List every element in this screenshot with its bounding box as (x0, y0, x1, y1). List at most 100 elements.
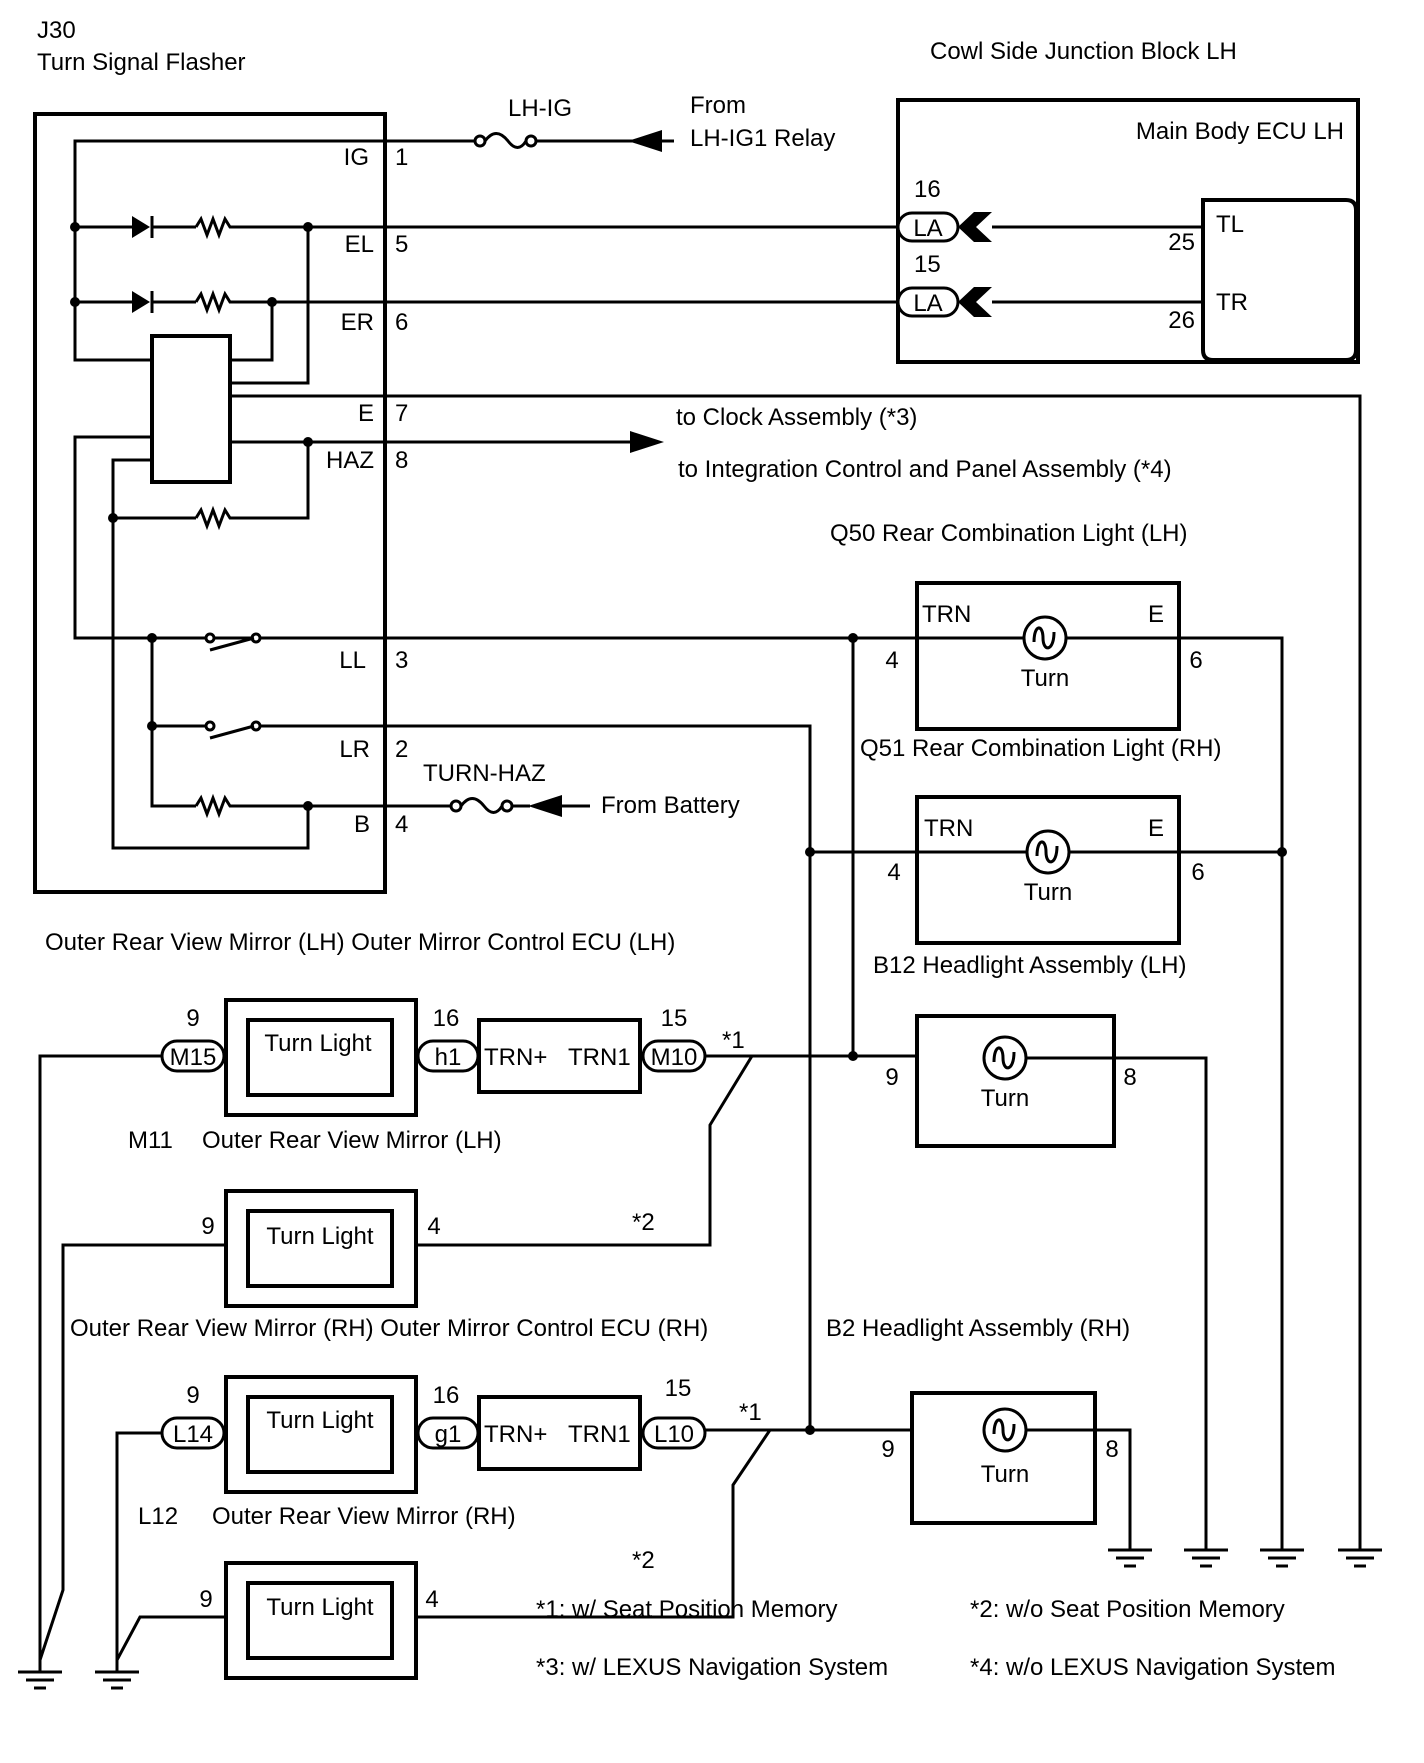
pin-label-ig: IG (344, 144, 369, 171)
ground-icon (16, 1658, 64, 1690)
mirror-rh-pin-out: 15 (665, 1375, 692, 1402)
pin-label-ll: LL (339, 647, 366, 674)
ground-icon (93, 1658, 141, 1690)
pin-num-tr: 26 (1168, 307, 1195, 334)
mirror-rh-inner-box (246, 1395, 394, 1474)
output-clock-label: to Clock Assembly (*3) (676, 404, 917, 431)
mirror-rh-conn-out: L10 (654, 1421, 694, 1448)
mirror-rh-conn-mid: g1 (435, 1421, 462, 1448)
mirror-rh-alt-pin-out: 4 (425, 1586, 438, 1613)
b12-box (915, 1014, 1116, 1148)
mirror-lh-trn-plus: TRN+ (484, 1044, 547, 1071)
arrow-to-clock (630, 431, 664, 453)
arrow-la-15 (958, 287, 992, 317)
conn-tr-num: 15 (914, 251, 941, 278)
b2-lamp-icon (982, 1407, 1028, 1453)
pin-num-lr: 2 (395, 736, 408, 763)
pin-num-e: 7 (395, 400, 408, 427)
flasher-name: Turn Signal Flasher (37, 49, 246, 76)
conn-tl-num: 16 (914, 176, 941, 203)
mirror-rh-alt-turn-light: Turn Light (266, 1594, 374, 1621)
mirror-rh-ecu-box (477, 1395, 642, 1471)
note-1: *1: w/ Seat Position Memory (536, 1596, 837, 1623)
mirror-lh-pin-out: 15 (661, 1005, 688, 1032)
mirror-rh-note1: *1 (739, 1399, 762, 1426)
b2-pin-out: 8 (1105, 1436, 1118, 1463)
mirror-lh-note2: *2 (632, 1209, 655, 1236)
mirror-lh-alt-inner-box (246, 1209, 394, 1288)
junction-block-title: Cowl Side Junction Block LH (930, 38, 1237, 65)
q50-e: E (1148, 601, 1164, 628)
mirror-rh-pin-mid: 16 (433, 1382, 460, 1409)
mirror-rh-pin-ground: 9 (186, 1382, 199, 1409)
q51-e: E (1148, 815, 1164, 842)
b12-pin-out: 8 (1123, 1064, 1136, 1091)
q50-trn: TRN (922, 601, 971, 628)
mirror-rh-alt-outer-box (224, 1561, 418, 1680)
conn-tr-label: LA (913, 290, 942, 317)
mirror-lh-pin-ground: 9 (186, 1005, 199, 1032)
source-from-label: From (690, 92, 746, 119)
mirror-lh-alt-pin-ground: 9 (201, 1213, 214, 1240)
fuse-turn-haz-label: TURN-HAZ (423, 760, 546, 787)
b2-turn: Turn (981, 1461, 1029, 1488)
output-integration-label: to Integration Control and Panel Assembl… (678, 456, 1172, 483)
main-body-ecu-label: Main Body ECU LH (1136, 118, 1344, 145)
q51-box (915, 795, 1181, 945)
ground-icon (1258, 1536, 1306, 1568)
note-3: *3: w/ LEXUS Navigation System (536, 1654, 888, 1681)
b2-box (910, 1391, 1097, 1525)
q50-turn: Turn (1021, 665, 1069, 692)
pin-num-er: 6 (395, 309, 408, 336)
source-battery-label: From Battery (601, 792, 740, 819)
q50-lamp-icon (1022, 615, 1068, 661)
mirror-lh-code-name: Outer Rear View Mirror (LH) (202, 1127, 502, 1154)
mirror-rh-code: L12 (138, 1503, 178, 1530)
q51-pin-out: 6 (1191, 859, 1204, 886)
pin-num-b: 4 (395, 811, 408, 838)
ground-icon (1106, 1536, 1154, 1568)
mirror-rh-header: Outer Rear View Mirror (RH) Outer Mirror… (70, 1315, 708, 1342)
arrow-la-16 (958, 212, 992, 242)
wire-e-ground (230, 394, 1362, 1538)
conn-tl-label: LA (913, 215, 942, 242)
q51-title: Q51 Rear Combination Light (RH) (860, 735, 1222, 762)
mirror-lh-outer-box (224, 998, 418, 1117)
mirror-lh-header: Outer Rear View Mirror (LH) Outer Mirror… (45, 929, 675, 956)
q51-lamp-icon (1025, 829, 1071, 875)
flasher-code: J30 (37, 17, 76, 44)
mirror-lh-trn1: TRN1 (568, 1044, 631, 1071)
mirror-lh-inner-box (246, 1018, 394, 1097)
note-4: *4: w/o LEXUS Navigation System (970, 1654, 1336, 1681)
fuse-lh-ig (385, 132, 660, 149)
mirror-rh-turn-light: Turn Light (266, 1407, 374, 1434)
mirror-rh-alt-pin-ground: 9 (199, 1586, 212, 1613)
b12-turn: Turn (981, 1085, 1029, 1112)
mirror-lh-code: M11 (128, 1127, 173, 1154)
b12-title: B12 Headlight Assembly (LH) (873, 952, 1186, 979)
b12-pin-in: 9 (885, 1064, 898, 1091)
pin-label-haz: HAZ (326, 447, 374, 474)
pin-label-b: B (354, 811, 370, 838)
b12-lamp-icon (982, 1035, 1028, 1081)
mirror-lh-alt-outer-box (224, 1189, 418, 1308)
pin-label-e: E (358, 400, 374, 427)
mirror-lh-conn-out: M10 (651, 1044, 698, 1071)
ground-icon (1182, 1536, 1230, 1568)
q51-pin-in: 4 (887, 859, 900, 886)
flasher-box (33, 112, 387, 894)
pin-label-tr: TR (1216, 289, 1248, 316)
q51-turn: Turn (1024, 879, 1072, 906)
mirror-lh-conn-mid: h1 (435, 1044, 462, 1071)
pin-num-el: 5 (395, 231, 408, 258)
mirror-rh-code-name: Outer Rear View Mirror (RH) (212, 1503, 516, 1530)
arrow-from-relay (628, 130, 662, 152)
q51-trn: TRN (924, 815, 973, 842)
flasher-internal-circuit (70, 139, 385, 850)
q50-title: Q50 Rear Combination Light (LH) (830, 520, 1188, 547)
mirror-lh-alt-pin-out: 4 (427, 1213, 440, 1240)
pin-num-tl: 25 (1168, 229, 1195, 256)
b2-pin-in: 9 (881, 1436, 894, 1463)
fuse-turn-haz (385, 797, 530, 814)
